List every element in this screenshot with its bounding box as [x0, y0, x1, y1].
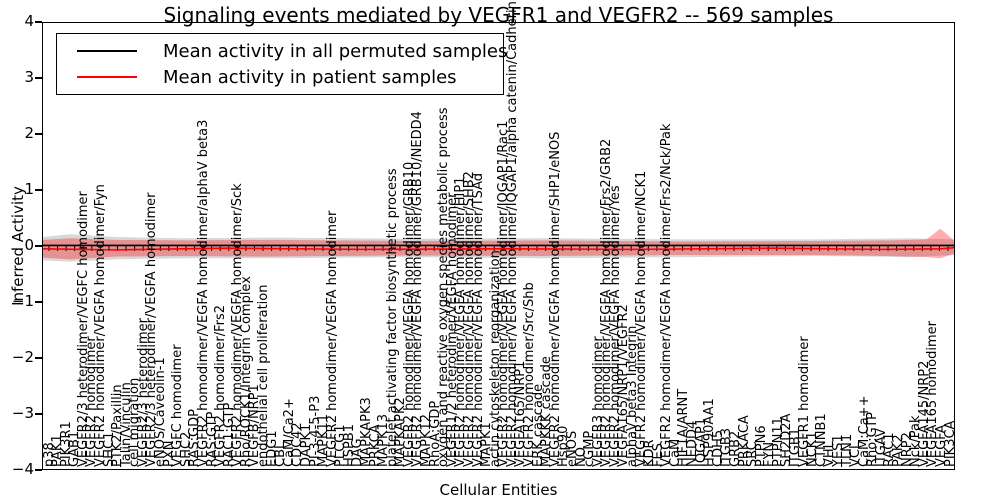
y-tick-label: 4 — [24, 12, 34, 30]
y-tick-label: 0 — [24, 236, 34, 254]
patient-band — [43, 228, 954, 260]
y-tick-mark — [35, 357, 42, 359]
y-tick-label: −3 — [11, 404, 34, 422]
y-tick-label: 3 — [24, 68, 34, 86]
y-tick-mark — [35, 133, 42, 135]
y-tick-label: 2 — [24, 124, 34, 142]
y-tick-label: 1 — [24, 180, 34, 198]
y-tick-mark — [35, 77, 42, 79]
legend: Mean activity in all permuted samples Me… — [56, 33, 507, 95]
mean-patient-line — [43, 246, 954, 251]
y-tick-mark — [35, 469, 42, 471]
x-tick-label: VEGFR2 homodimer/VEGFA homodimer/Fyn — [92, 184, 108, 467]
y-tick-label: −2 — [11, 348, 34, 366]
y-tick-mark — [35, 413, 42, 415]
x-tick-label: VEGFR2 homodimer/VEGFA homodimer/NCK1 — [633, 170, 649, 467]
y-tick-label: −4 — [11, 460, 34, 478]
legend-label-patient: Mean activity in patient samples — [163, 66, 457, 88]
permuted-band — [43, 234, 954, 262]
page-title: Signaling events mediated by VEGFR1 and … — [163, 3, 834, 27]
x-tick-label: VEGFR2 homodimer/VEGFA homodimer/SHP1/eN… — [547, 131, 563, 467]
legend-line-red — [77, 76, 137, 78]
legend-line-black — [77, 50, 137, 52]
y-tick-mark — [35, 21, 42, 23]
chart-canvas — [43, 228, 954, 262]
y-tick-mark — [35, 301, 42, 303]
x-tick-label: VEGFR2 homodimer/VEGFA homodimer/Frs2/Nc… — [659, 123, 675, 467]
x-tick-label: PIK3CA — [942, 420, 958, 467]
x-axis-label: Cellular Entities — [439, 481, 558, 499]
y-axis-label: Inferred Activity — [9, 186, 27, 306]
y-tick-mark — [35, 245, 42, 247]
legend-label-permuted: Mean activity in all permuted samples — [163, 40, 508, 62]
legend-entry-permuted: Mean activity in all permuted samples — [57, 39, 507, 63]
y-tick-mark — [35, 189, 42, 191]
y-tick-label: −1 — [11, 292, 34, 310]
legend-entry-patient: Mean activity in patient samples — [57, 65, 503, 89]
